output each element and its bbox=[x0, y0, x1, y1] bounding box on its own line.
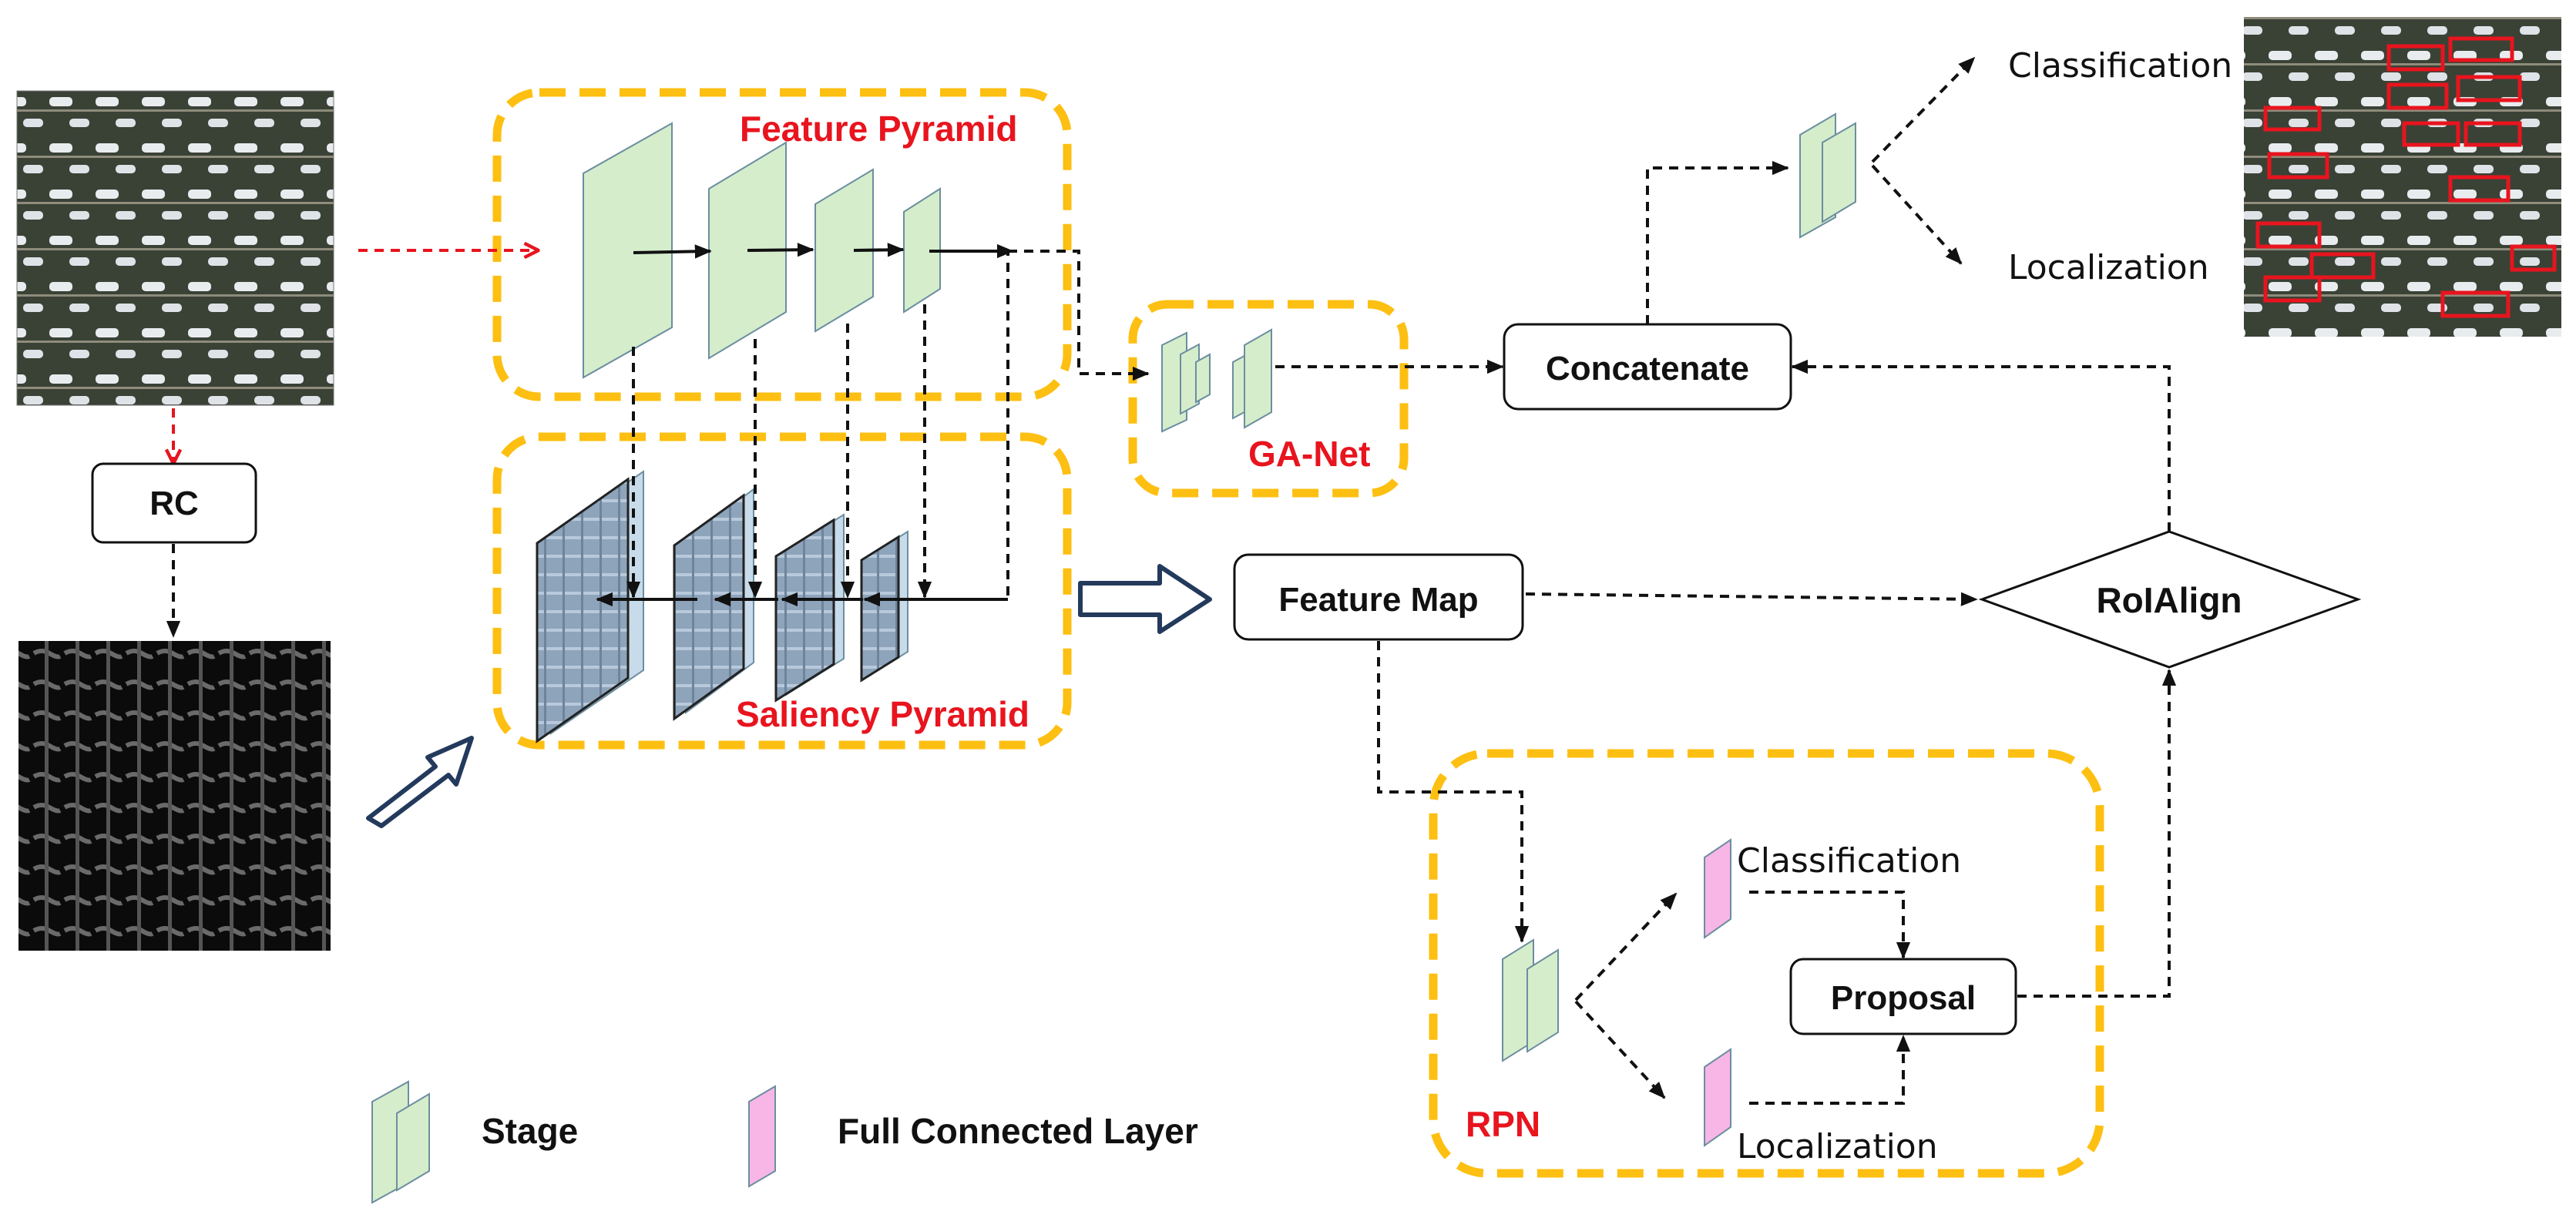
saliency-map-image bbox=[18, 641, 331, 951]
outline-arrow-up bbox=[366, 736, 474, 828]
roialign-label: RoIAlign bbox=[2096, 580, 2242, 620]
output-classification-label: Classification bbox=[2008, 46, 2232, 86]
saliency-pyramid-maps bbox=[536, 470, 908, 743]
output-localization-label: Localization bbox=[2008, 248, 2209, 287]
saliency-pyramid-label: Saliency Pyramid bbox=[736, 694, 1029, 734]
rpn-classification-label: Classification bbox=[1737, 841, 1961, 881]
legend-fc-label: Full Connected Layer bbox=[838, 1111, 1198, 1151]
rpn-fc-classification bbox=[1704, 838, 1731, 939]
legend-fc-icon bbox=[748, 1085, 776, 1188]
fp-stage-1 bbox=[583, 122, 673, 379]
input-aerial-image bbox=[16, 90, 334, 406]
legend-stage-label: Stage bbox=[482, 1111, 578, 1151]
feature-pyramid-label: Feature Pyramid bbox=[740, 109, 1017, 149]
ga-net-stages bbox=[1161, 328, 1272, 433]
proposal-label: Proposal bbox=[1831, 979, 1976, 1017]
feature-map-label: Feature Map bbox=[1278, 581, 1478, 619]
outline-arrow-right bbox=[1078, 564, 1212, 634]
rc-node bbox=[91, 462, 257, 544]
feature-map-node bbox=[1233, 553, 1524, 641]
rpn-stage bbox=[1502, 938, 1559, 1062]
ga-net-box bbox=[1128, 300, 1409, 498]
head-stages bbox=[1799, 112, 1856, 239]
output-detection-image bbox=[2244, 17, 2561, 337]
ga-net-label: GA-Net bbox=[1248, 434, 1370, 474]
fp-stage-3 bbox=[814, 168, 874, 333]
rpn-fc-localization bbox=[1704, 1048, 1731, 1147]
fp-stage-4 bbox=[903, 187, 941, 314]
legend-stage-icon bbox=[371, 1080, 430, 1204]
concatenate-label: Concatenate bbox=[1546, 350, 1749, 388]
roialign-node bbox=[1978, 530, 2362, 669]
proposal-node bbox=[1789, 958, 2017, 1035]
feature-pyramid-box bbox=[492, 88, 1072, 401]
rpn-label: RPN bbox=[1466, 1104, 1540, 1144]
rpn-localization-label: Localization bbox=[1737, 1127, 1938, 1166]
saliency-pyramid-box bbox=[492, 432, 1072, 750]
legend: Stage Full Connected Layer bbox=[371, 1080, 1198, 1204]
feature-pyramid-stages bbox=[583, 122, 941, 379]
rc-label: RC bbox=[149, 485, 199, 522]
